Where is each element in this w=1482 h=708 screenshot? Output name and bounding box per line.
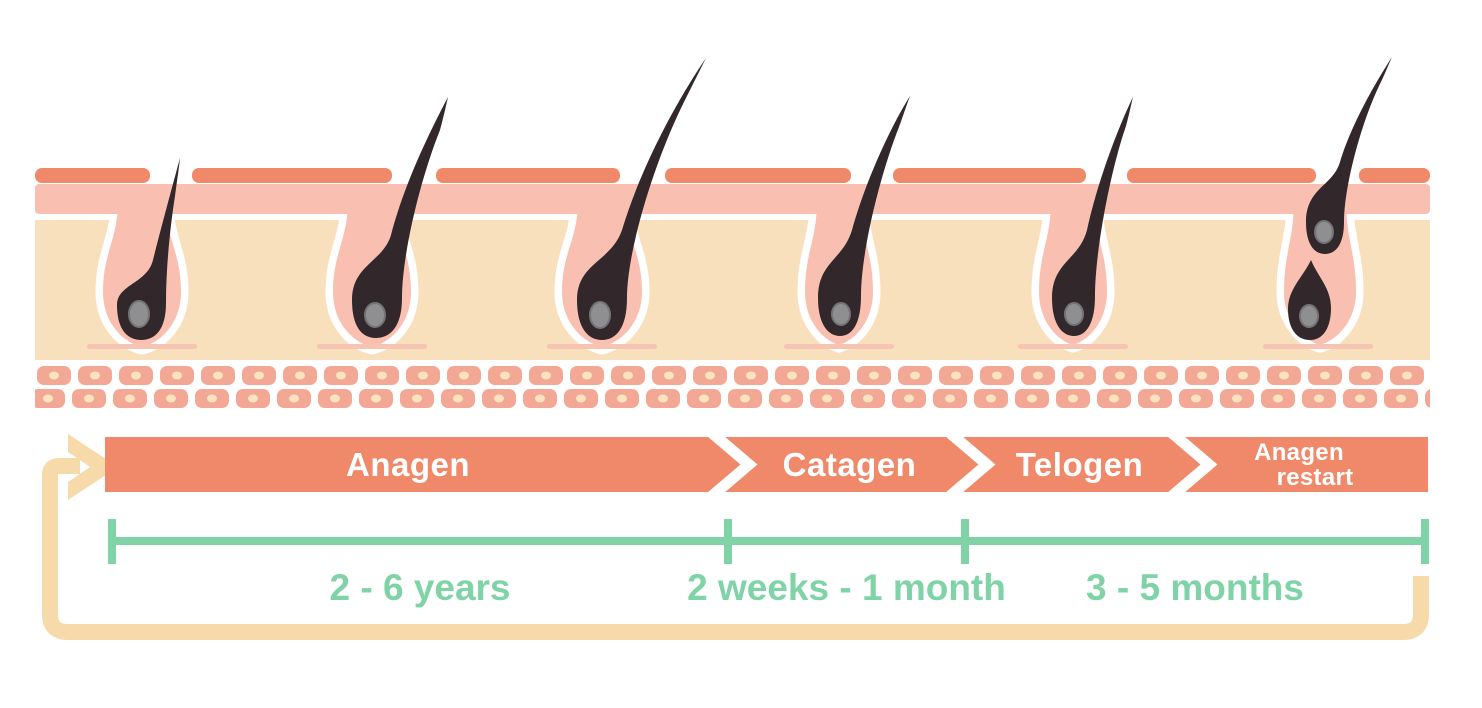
skin-cross-section: [35, 57, 1430, 408]
hair-6-new-anagen-hair: [1288, 260, 1331, 340]
timeline-tick-1: [108, 519, 116, 564]
hair-3-full-anagen: [577, 58, 706, 340]
papilla-3: [589, 301, 611, 329]
papilla-5: [1064, 302, 1084, 326]
cycle-loop-line: [42, 458, 1429, 640]
phase-band: [105, 428, 1428, 501]
timeline-tick-2: [724, 519, 732, 564]
phase-label-anagen: Anagen: [345, 445, 470, 483]
timeline-tick-3: [961, 519, 969, 564]
fat-cell-layer: [35, 366, 1430, 408]
cycle-loop: [42, 434, 1429, 640]
timeline-bar: [112, 537, 1425, 545]
hairs: [117, 57, 1392, 340]
duration-timeline: [108, 519, 1429, 564]
duration-label-telogen: 3 - 5 months: [1086, 567, 1304, 608]
hair-4-catagen: [818, 96, 910, 336]
phase-label-anagen-restart-line2: restart: [1276, 463, 1354, 491]
hair-5-telogen: [1052, 97, 1133, 336]
loop-arrow-right-icon: [68, 434, 118, 500]
chevron-right-icon-1: [708, 428, 758, 501]
fat-cell-row-2: [35, 389, 1430, 408]
chevron-right-icon-2: [946, 428, 996, 501]
phase-label-telogen: Telogen: [1015, 445, 1144, 483]
papilla-6-old: [1314, 220, 1334, 244]
papilla-2: [364, 302, 386, 328]
hair-1-early-anagen: [117, 158, 180, 340]
papilla-1: [128, 300, 150, 328]
epidermis-layer: [35, 184, 1430, 214]
dermis-layer: [35, 220, 1430, 360]
dermal-papillae: [128, 220, 1334, 329]
chevron-right-icon-3: [1168, 428, 1218, 501]
phase-label-anagen-restart: Anagen restart: [1214, 437, 1384, 492]
hair-6-old-club-hair: [1306, 57, 1392, 254]
skin-surface-layer: [35, 168, 1430, 183]
papilla-4: [831, 302, 851, 326]
follicle-base-lines: [87, 344, 1373, 349]
phase-label-catagen: Catagen: [782, 445, 917, 483]
duration-label-anagen: 2 - 6 years: [329, 567, 511, 608]
timeline-tick-4: [1421, 519, 1429, 564]
phase-label-anagen-restart-line1: Anagen: [1254, 438, 1344, 466]
papilla-6-new: [1299, 304, 1319, 328]
duration-label-catagen: 2 weeks - 1 month: [687, 567, 1006, 608]
fat-cell-row-1: [37, 366, 1430, 385]
hair-2-anagen: [352, 97, 448, 338]
